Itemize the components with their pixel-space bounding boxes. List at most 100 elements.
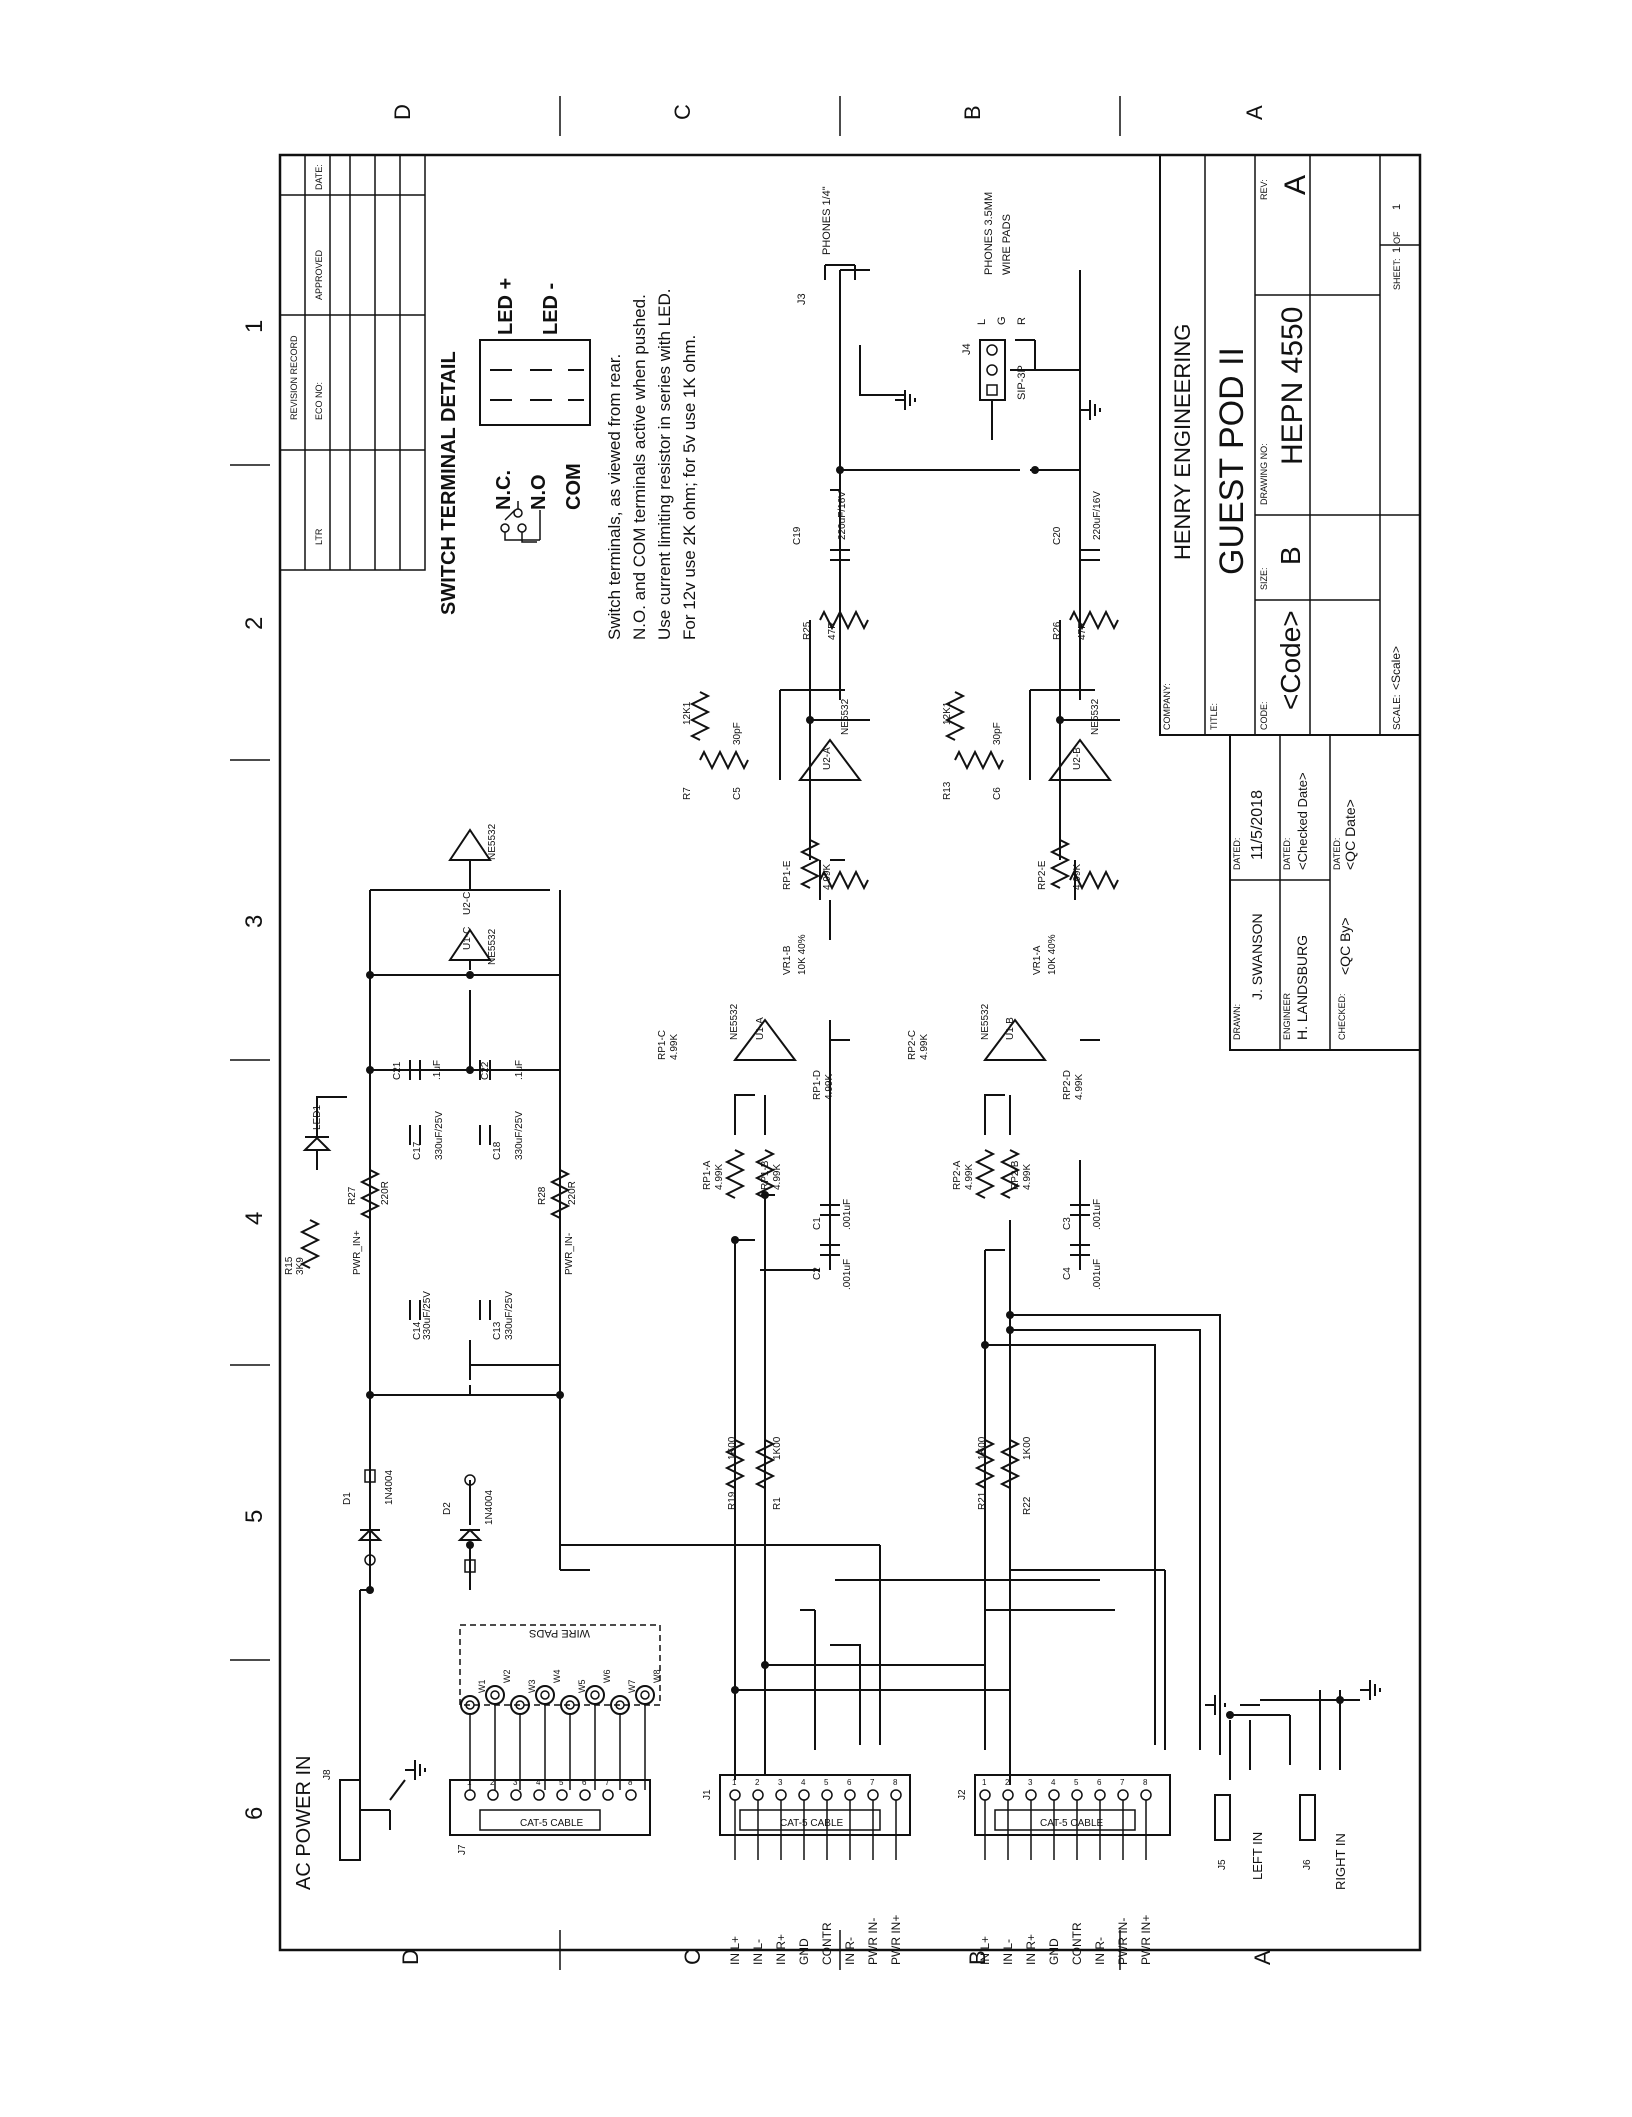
junction-dot: [366, 1586, 374, 1594]
input-connectors: AC POWER IN J8 CAT-5 CABLE WIRE PADS J7 …: [293, 1314, 1381, 1890]
junction-dot: [731, 1686, 739, 1694]
j1-pin: [821, 1789, 833, 1801]
j1-pin-number: 7: [870, 1778, 875, 1787]
part-ref: RP1-D: [812, 1070, 823, 1100]
junction-dot: [366, 971, 374, 979]
part-ref: R15: [284, 1256, 295, 1275]
power-section: R15 3K9 PWR_IN+ PWR_IN- R27 220R R28 220…: [284, 823, 578, 1820]
part-value: 47R: [1077, 622, 1088, 640]
sheet-of: OF: [1392, 231, 1402, 244]
j7-pin-number: 7: [605, 1778, 610, 1787]
part-value: 30pF: [992, 722, 1003, 745]
part-value: 220R: [380, 1181, 391, 1205]
wire-pad-label: W2: [502, 1670, 512, 1684]
junction-dot: [731, 1236, 739, 1244]
wire-pad: [510, 1695, 530, 1715]
part-value: NE5532: [980, 1003, 991, 1040]
j2-pin-number: 5: [1074, 1778, 1079, 1787]
cat5-label: CAT-5 CABLE: [780, 1818, 843, 1829]
wire-pads-label: WIRE PADS: [1001, 214, 1013, 275]
wire-pad-label: W4: [552, 1670, 562, 1684]
drawing-no-label: DRAWING NO:: [1259, 443, 1269, 505]
junction-dot: [981, 1341, 989, 1349]
j2-pin-number: 4: [1051, 1778, 1056, 1787]
j2-ref: J2: [957, 1789, 968, 1800]
part-value: NE5532: [487, 928, 498, 965]
wire-pad-hole: [540, 1690, 550, 1700]
u2b-symbol: [1048, 738, 1112, 781]
wire-pad-hole: [465, 1700, 475, 1710]
part-value: 10K 40%: [1047, 934, 1058, 975]
j4-pin-label: L: [976, 319, 988, 325]
j7-pin-number: 1: [467, 1778, 472, 1787]
part-ref: C1: [812, 1217, 823, 1230]
part-value: 4.99K: [1022, 1164, 1033, 1190]
zone-letters-bottom: D C B A: [398, 1949, 1275, 1965]
u2a-symbol: [798, 738, 862, 781]
j2-pin: [1094, 1789, 1106, 1801]
zone-number: 5: [241, 1510, 268, 1523]
part-value: 220uF/16V: [1092, 491, 1103, 540]
pin-name: PWR IN+: [1139, 1915, 1153, 1965]
pin-name: IN R-: [843, 1937, 857, 1965]
d2-symbol: [457, 1528, 483, 1541]
part-ref: R21: [977, 1491, 988, 1510]
led-plus-label: LED +: [495, 278, 517, 335]
wire-pad: [585, 1685, 605, 1705]
part-ref: D1: [342, 1492, 353, 1505]
j1-ref: J1: [702, 1789, 713, 1800]
scale-value: <Scale>: [1389, 646, 1403, 690]
j4-header: [979, 339, 1006, 401]
wire-pad-label: W1: [477, 1680, 487, 1694]
part-ref: R25: [802, 621, 813, 640]
switch-note: Use current limiting resistor in series …: [655, 289, 674, 640]
checked-date: <Checked Date>: [1295, 772, 1310, 870]
pin-name: IN L-: [751, 1939, 765, 1965]
switch-note: Switch terminals, as viewed from rear.: [605, 354, 624, 640]
part-value: NE5532: [487, 823, 498, 860]
nc-label: N.C.: [493, 470, 515, 510]
part-ref: C6: [992, 787, 1003, 800]
wire-pad-label: W5: [577, 1680, 587, 1694]
part-ref: C18: [492, 1141, 503, 1160]
j2-pin: [1002, 1789, 1014, 1801]
junction-dot: [1336, 1696, 1344, 1704]
part-ref: U1-A: [755, 1017, 766, 1040]
j2-pin: [1025, 1789, 1037, 1801]
part-ref: R19: [727, 1491, 738, 1510]
j7-pin-number: 8: [628, 1778, 633, 1787]
part-value: 4.99K: [772, 1164, 783, 1190]
revision-record: REVISION RECORD LTR ECO NO: APPROVED DAT…: [279, 154, 426, 571]
checked-label: CHECKED:: [1337, 993, 1347, 1040]
j1-pin-number: 5: [824, 1778, 829, 1787]
revision-col: APPROVED: [314, 249, 324, 300]
engineer-name: H. LANDSBURG: [1294, 935, 1310, 1040]
j7-pin: [579, 1789, 591, 1801]
phones-35-label: PHONES 3.5MM: [983, 192, 995, 275]
zone-number: 3: [241, 915, 268, 928]
part-ref: U2-C: [462, 892, 473, 915]
junction-dot: [366, 1391, 374, 1399]
com-label: COM: [563, 463, 585, 510]
part-value: 1K00: [772, 1436, 783, 1460]
code-label: CODE:: [1259, 701, 1269, 730]
wire-pad: [535, 1685, 555, 1705]
code-value: <Code>: [1275, 610, 1306, 710]
pin-name: PWR IN-: [1116, 1918, 1130, 1965]
part-value: 12K1: [682, 701, 693, 725]
net-label: PWR_IN+: [352, 1230, 363, 1275]
dated-label: DATED:: [1332, 838, 1342, 870]
drawn-by: J. SWANSON: [1249, 913, 1265, 1000]
dated-value: 11/5/2018: [1249, 790, 1266, 860]
company-label: COMPANY:: [1162, 683, 1172, 730]
part-value: 330uF/25V: [514, 1111, 525, 1160]
j4-ref: J4: [961, 343, 973, 355]
j1-pin-number: 8: [893, 1778, 898, 1787]
part-value: 1N4004: [384, 1470, 395, 1505]
part-value: .1uF: [514, 1060, 525, 1080]
sheet-value: 1: [1391, 247, 1403, 253]
switch-note: For 12v use 2K ohm; for 5v use 1K ohm.: [680, 335, 699, 640]
part-value: 330uF/25V: [422, 1291, 433, 1340]
part-ref: C5: [732, 787, 743, 800]
part-ref: RP1-E: [782, 860, 793, 890]
